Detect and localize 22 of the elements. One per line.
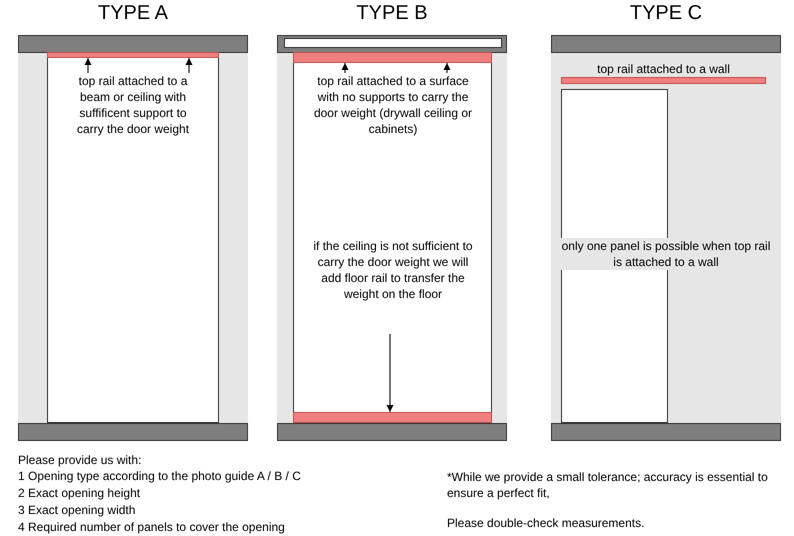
rail-label: top rail attached to a wall — [596, 61, 731, 77]
list-item: 3 Exact opening width — [18, 502, 136, 518]
list-item: 4 Required number of panels to cover the opening — [18, 519, 286, 535]
list-item: 1 Opening type according to the photo guide A / B / C — [18, 468, 302, 484]
callout-text: top rail attached to a surface with no supports to carry the door weight (drywall ceiling or cabinets) — [308, 73, 478, 153]
rail-bar — [293, 412, 492, 423]
list-item: 2 Exact opening height — [18, 485, 142, 501]
arrow — [444, 62, 450, 74]
callout-text: if the ceiling is not sufficient to carry the door weight we will add floor rail to transfer the weight on the floor — [313, 238, 473, 320]
rail-bar — [47, 52, 219, 58]
arrow — [386, 334, 394, 412]
arrow — [342, 62, 348, 74]
type-title: TYPE A — [96, 2, 170, 25]
note-text: Please double-check measurements. — [447, 515, 646, 531]
arrow — [186, 58, 192, 74]
rail-bar — [293, 52, 492, 63]
arrow — [84, 58, 92, 74]
type-title: TYPE C — [628, 2, 704, 25]
instruction-heading: Please provide us with: — [18, 452, 142, 468]
note-text: *While we provide a small tolerance; accuracy is essential to ensure a perfect fit, — [447, 469, 769, 501]
callout-text: top rail attached to a beam or ceiling with suffificent support to carry the door weight — [68, 73, 198, 153]
type-title: TYPE B — [355, 2, 429, 25]
